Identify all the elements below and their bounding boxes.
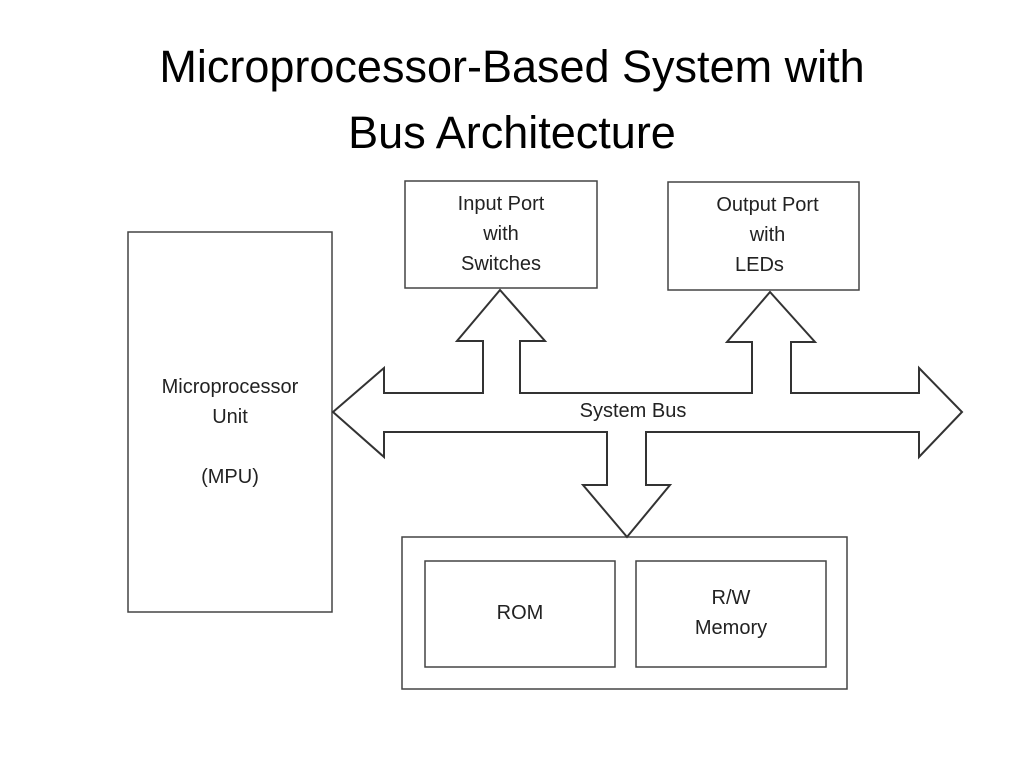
mpu-label-line-2: Unit [212,406,248,428]
output-port-line-2: with [749,224,786,246]
rw-memory-label: R/W Memory [636,583,826,643]
input-port-label: Input Port with Switches [405,189,597,279]
rw-memory-box [635,560,827,668]
mpu-label-line-3: (MPU) [201,466,259,488]
input-port-box [404,180,598,289]
output-port-line-3: LEDs [735,254,784,276]
mpu-label-line-1: Microprocessor [161,376,299,398]
mpu-label: Microprocessor Unit (MPU) [128,372,332,492]
input-port-line-3: Switches [460,253,542,275]
input-port-line-2: with [483,223,519,245]
output-port-label: Output Port with LEDs [668,190,867,280]
output-port-line-1: Output Port [716,194,819,216]
system-bus-arrow [331,288,964,539]
rw-memory-line-1: R/W [711,587,751,609]
mpu-box [127,231,333,613]
output-port-box [667,181,860,291]
title-line-2: Bus Architecture [348,107,676,158]
system-bus-label: System Bus [579,400,687,422]
rw-memory-line-2: Memory [694,617,768,639]
title-line-1: Microprocessor-Based System with [159,41,865,92]
rom-box [424,560,616,668]
input-port-line-1: Input Port [457,193,545,215]
slide-title: Microprocessor-Based System with Bus Arc… [0,34,1024,166]
rom-label: ROM [496,602,544,624]
